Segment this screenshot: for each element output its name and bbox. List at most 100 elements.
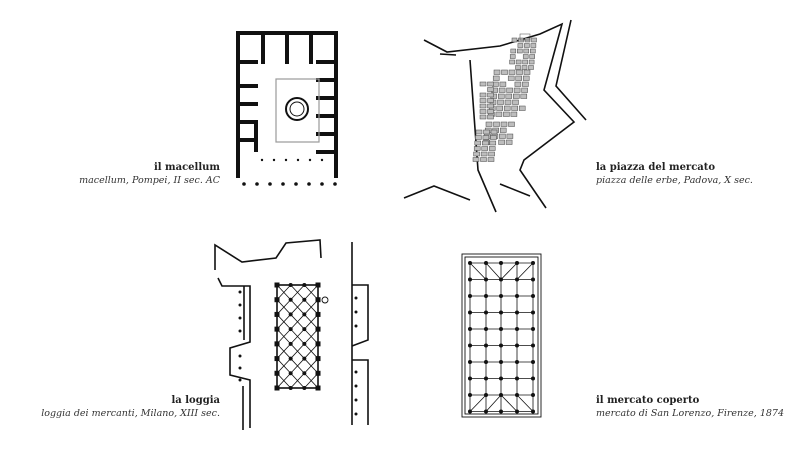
loggia-pier xyxy=(316,341,321,346)
piazza-stall xyxy=(524,44,529,48)
piazza-stall xyxy=(488,104,494,108)
mercato-column xyxy=(515,278,519,282)
piazza-stall xyxy=(501,122,507,127)
mercato-column xyxy=(468,360,472,364)
loggia-side-column xyxy=(355,399,358,402)
title-mercato: il mercato coperto xyxy=(596,395,784,408)
piazza-stall xyxy=(523,55,528,59)
loggia-pier xyxy=(316,283,321,288)
piazza-stall xyxy=(488,115,494,119)
piazza-stall xyxy=(490,141,496,145)
piazza-stall xyxy=(488,158,494,162)
caption-loggia: loggia dei mercanti, Milano, XIII sec. xyxy=(41,408,220,420)
loggia-pier xyxy=(302,371,306,375)
mercato-column xyxy=(484,311,488,315)
loggia-pier xyxy=(275,327,280,332)
macellum-column xyxy=(242,182,246,186)
mercato-truss xyxy=(517,263,533,280)
piazza-stall xyxy=(516,76,522,81)
piazza-stall xyxy=(493,76,499,81)
mercato-column xyxy=(468,327,472,331)
piazza-stall xyxy=(531,44,536,48)
mercato-truss xyxy=(501,263,517,280)
piazza-stall xyxy=(490,136,496,140)
piazza-stall xyxy=(509,122,515,127)
piazza-stall xyxy=(483,136,489,140)
piazza-stall xyxy=(511,49,516,53)
loggia-side-column xyxy=(355,413,358,416)
label-piazza: la piazza del mercato piazza delle erbe,… xyxy=(596,162,753,186)
loggia-pier xyxy=(302,386,306,390)
mercato-column xyxy=(499,377,503,381)
macellum-column xyxy=(297,159,299,161)
mercato-truss xyxy=(517,395,533,412)
mercato-column xyxy=(484,344,488,348)
macellum-column xyxy=(281,182,285,186)
mercato-column xyxy=(484,360,488,364)
mercato-column xyxy=(484,327,488,331)
loggia-pier xyxy=(289,283,293,287)
loggia-side-column xyxy=(239,317,242,320)
piazza-stall xyxy=(518,44,523,48)
piazza-stall xyxy=(494,122,500,127)
macellum-column xyxy=(261,159,263,161)
mercato-column xyxy=(531,294,535,298)
piazza-stall xyxy=(504,106,510,111)
mercato-column xyxy=(468,393,472,397)
loggia-side-column xyxy=(239,355,242,358)
piazza-stall xyxy=(480,110,486,114)
piazza-stall xyxy=(517,70,523,75)
loggia-side-column xyxy=(355,311,358,314)
piazza-stall xyxy=(499,88,505,93)
piazza-stall xyxy=(488,110,494,114)
mercato-truss xyxy=(501,395,517,412)
caption-mercato: mercato di San Lorenzo, Firenze, 1874 xyxy=(596,408,784,420)
loggia-pier xyxy=(289,386,293,390)
mercato-column xyxy=(484,410,488,414)
mercato-column xyxy=(499,344,503,348)
loggia-pier xyxy=(316,327,321,332)
piazza-stall xyxy=(488,99,494,103)
piazza-stall xyxy=(496,112,502,117)
loggia-pier xyxy=(302,357,306,361)
loggia-pier xyxy=(289,298,293,302)
piazza-stall xyxy=(508,76,514,81)
piazza-stall xyxy=(475,136,481,140)
piazza-stall xyxy=(474,147,480,151)
macellum-tholos-inner xyxy=(290,102,304,116)
mercato-column xyxy=(484,278,488,282)
piazza-stall xyxy=(507,134,513,139)
piazza-stall xyxy=(491,130,497,134)
loggia-well xyxy=(322,297,328,303)
piazza-stall xyxy=(476,130,482,134)
mercato-column xyxy=(515,261,519,265)
piazza-plan xyxy=(404,20,586,212)
loggia-pier xyxy=(316,297,321,302)
loggia-side-column xyxy=(355,325,358,328)
loggia-pier xyxy=(275,371,280,376)
loggia-side-column xyxy=(355,385,358,388)
piazza-stall xyxy=(500,128,506,133)
piazza-stall xyxy=(488,93,494,97)
piazza-stall xyxy=(523,76,529,81)
mercato-column xyxy=(515,344,519,348)
mercato-column xyxy=(531,278,535,282)
piazza-stall xyxy=(500,82,506,87)
piazza-stall xyxy=(503,112,509,117)
loggia-pier xyxy=(316,356,321,361)
label-loggia: la loggia loggia dei mercanti, Milano, X… xyxy=(41,395,220,419)
piazza-stall xyxy=(499,134,505,139)
piazza-stall xyxy=(516,60,521,64)
piazza-stall xyxy=(513,94,519,99)
macellum-colonnade xyxy=(242,159,337,186)
mercato-column xyxy=(468,377,472,381)
piazza-stall xyxy=(510,60,515,64)
mercato-column xyxy=(468,311,472,315)
mercato-column xyxy=(484,261,488,265)
piazza-stall xyxy=(512,106,518,111)
title-macellum: il macellum xyxy=(79,162,220,175)
caption-macellum: macellum, Pompei, II sec. AC xyxy=(79,175,220,187)
piazza-stall xyxy=(532,38,537,42)
piazza-stall xyxy=(511,112,517,117)
